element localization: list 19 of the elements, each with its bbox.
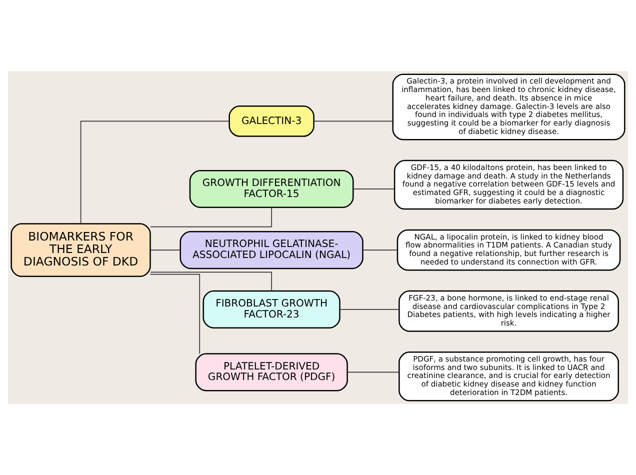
- connector: [347, 372, 400, 373]
- node-box: FIBROBLAST GROWTH FACTOR-23: [202, 290, 340, 328]
- node-box: PLATELET-DERIVED GROWTH FACTOR (PDGF): [195, 353, 348, 392]
- node-box: Galectin-3, a protein involved in cell development and inflammation, has been linked to chronic kidney disease, heart failure, and death. Its absence in mice accelerates kidney damage. Galectin-3 levels are also found in individuals with type 2 diabetes mellitus, suggesting it could be a biomarker for early diagnosis of diabetic kidney disease.: [392, 74, 626, 140]
- connector: [150, 207, 272, 228]
- connector: [352, 188, 395, 190]
- node-box: GALECTIN-3: [228, 106, 314, 137]
- connector: [150, 274, 200, 354]
- connector: [314, 120, 394, 122]
- node-box: FGF-23, a bone hormone, is linked to end-stage renal disease and cardiovascular complications in Type 2 Diabetes patients, with high levels indicating a higher risk.: [398, 290, 619, 332]
- node-box: BIOMARKERS FOR THE EARLY DIAGNOSIS OF DKD: [10, 223, 151, 278]
- node-box: GROWTH DIFFERENTIATION FACTOR-15: [189, 170, 354, 208]
- node-box: NEUTROPHIL GELATINASE-ASSOCIATED LIPOCALIN (NGAL): [180, 231, 364, 270]
- node-box: GDF-15, a 40 kilodaltons protein, has been linked to kidney damage and death. A study in the Netherlands found a negative correlation between GDF-15 levels and estimated GFR, suggesting it could be a diagnostic biomarker for diabetes early detection.: [394, 160, 624, 210]
- node-box: NGAL, a lipocalin protein, is linked to kidney blood flow abnormalities in T1DM patients. A Canadian study found a negative relationship, but further research is needed to understand its connection with GFR.: [396, 229, 621, 271]
- connector: [150, 272, 272, 292]
- connector: [339, 309, 400, 310]
- node-box: PDGF, a substance promoting cell growth, has four isoforms and two subunits. It is linked to UACR and creatinine clearance, and is crucial for early detection of diabetic kidney disease and kidney function deterioration in T2DM patients.: [398, 352, 619, 402]
- connector: [80, 120, 230, 224]
